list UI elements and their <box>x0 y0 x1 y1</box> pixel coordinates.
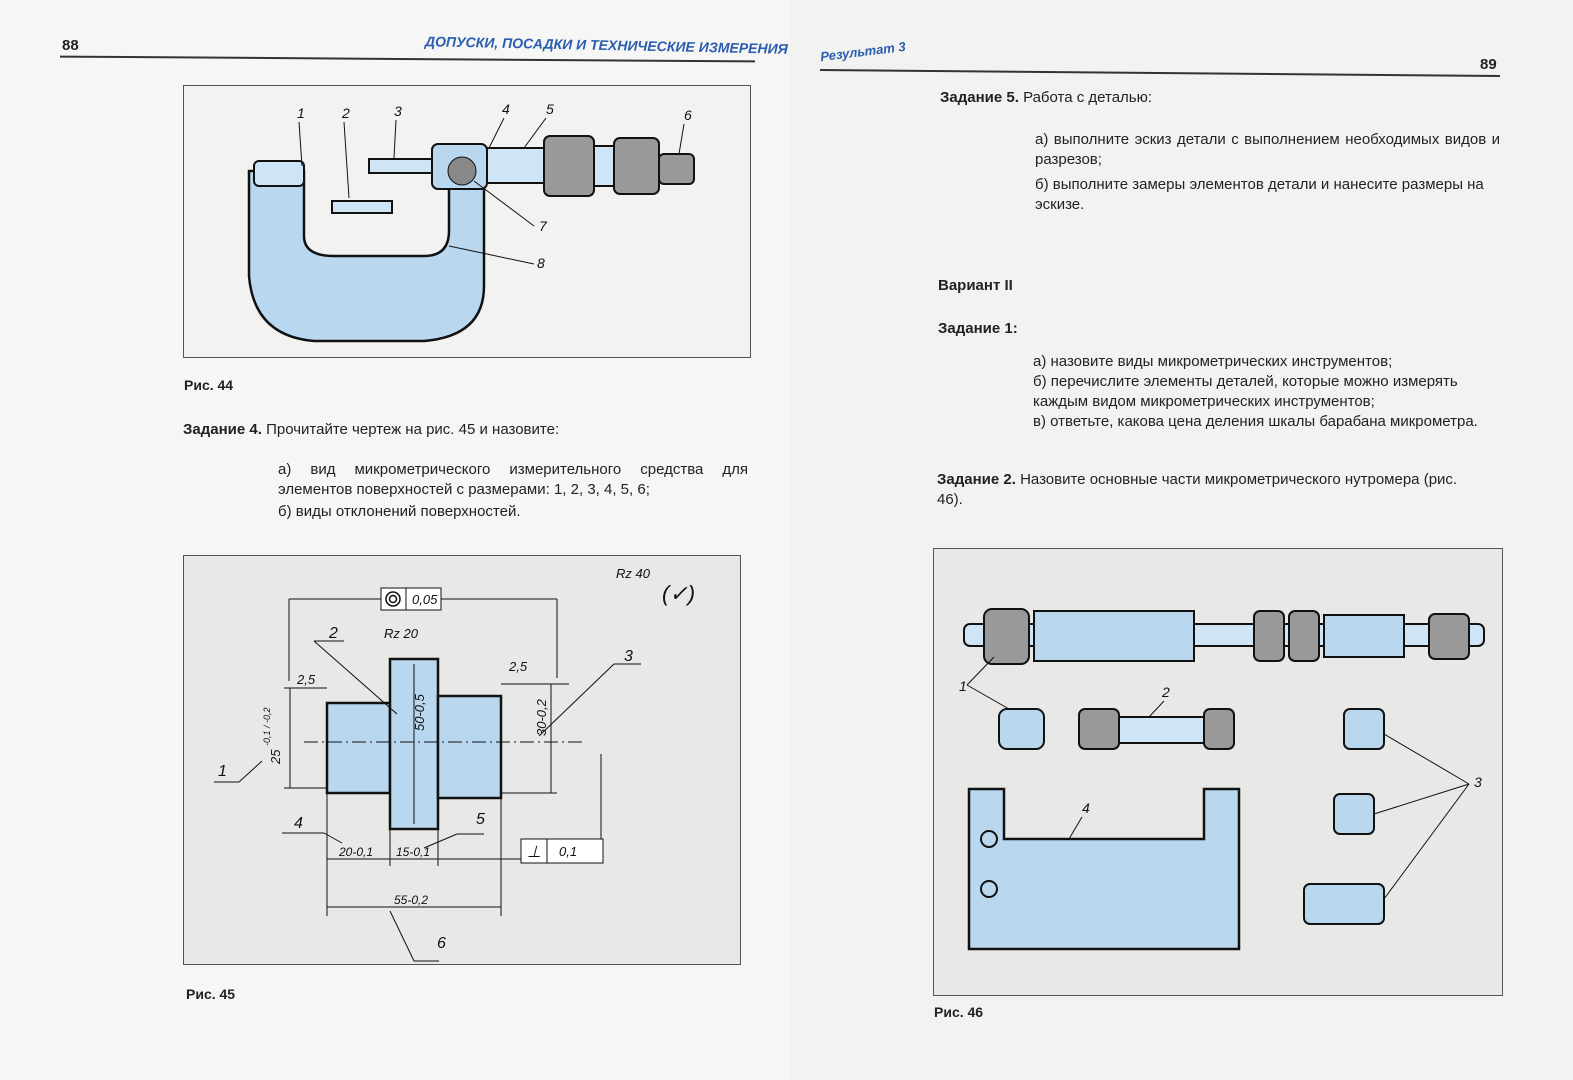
roughness-label: Rz 40 <box>616 566 651 581</box>
right-page: Результат 3 89 Задание 5. Работа с детал… <box>790 0 1573 1080</box>
item-text: виды отклонений поверхностей. <box>295 503 521 520</box>
task-1-item: б) перечислите элементы деталей, которые… <box>1033 372 1503 412</box>
item-marker: б) <box>1035 176 1049 193</box>
task-5-item: б) выполните замеры элементов детали и н… <box>1035 175 1500 215</box>
variant-heading: Вариант II <box>938 277 1013 294</box>
item-marker: а) <box>278 461 292 478</box>
dim-15: 15-0,1 <box>396 845 430 859</box>
task-4: Задание 4. Прочитайте чертеж на рис. 45 … <box>183 420 753 440</box>
fig46-label: 4 <box>1082 800 1090 816</box>
fig46-label: 1 <box>959 678 967 694</box>
fig45-label: 6 <box>437 935 446 952</box>
item-marker: б) <box>278 503 292 520</box>
roughness-label: 2,5 <box>508 659 528 674</box>
fig44-label: 2 <box>341 105 350 121</box>
svg-text:⊥: ⊥ <box>527 844 541 861</box>
task-4-item: а) вид микрометрического измерительного … <box>278 460 748 500</box>
task-4-item: б) виды отклонений поверхностей. <box>278 502 748 522</box>
task-1-item: а) назовите виды микрометрических инстру… <box>1033 352 1503 372</box>
fig45-label: 3 <box>624 648 633 665</box>
fig44-label: 4 <box>502 101 510 117</box>
dim-25-tolerance: -0,1 / -0,2 <box>262 707 272 746</box>
svg-text:(✓): (✓) <box>662 581 695 606</box>
task-1-title: Задание 1: <box>938 320 1018 337</box>
item-text: выполните замеры элементов детали и нане… <box>1035 176 1484 213</box>
task-5-text: Работа с деталью: <box>1023 89 1153 106</box>
figure-44-micrometer: 1 2 3 4 5 6 7 8 <box>183 85 751 358</box>
item-text: ответьте, какова цена деления шкалы бара… <box>1050 413 1478 430</box>
page-number: 89 <box>1480 56 1497 73</box>
item-text: выполните эскиз детали с выполнением нео… <box>1035 131 1501 168</box>
figure-46-drawing: 1 2 3 4 <box>933 548 1503 996</box>
running-head: Результат 3 <box>819 38 907 65</box>
fig44-label: 6 <box>684 107 692 123</box>
task-1-item: в) ответьте, какова цена деления шкалы б… <box>1033 412 1503 432</box>
item-text: назовите виды микрометрических инструмен… <box>1050 353 1393 370</box>
fig45-label: 2 <box>328 625 338 642</box>
item-text: вид микрометрического измерительного сре… <box>278 461 748 498</box>
shaft-drawing: 0,05 ⊥ 0,1 Rz 20 2,5 2,5 Rz 40 (✓) 25 -0… <box>214 566 695 962</box>
roughness-label: Rz 20 <box>384 626 419 641</box>
item-marker: в) <box>1033 413 1046 430</box>
item-marker: а) <box>1033 353 1047 370</box>
fig45-label: 1 <box>218 763 227 780</box>
dim-25: 25 <box>268 749 283 765</box>
dim-50: 50-0,5 <box>412 693 427 731</box>
fig45-label: 4 <box>294 815 303 832</box>
fig45-label: 5 <box>476 811 485 828</box>
concentricity-tolerance: 0,05 <box>412 592 438 607</box>
figure-45-caption: Рис. 45 <box>186 986 236 1002</box>
task-1-items: а) назовите виды микрометрических инстру… <box>1033 352 1503 432</box>
task-4-title: Задание 4. <box>183 421 262 438</box>
inside-micrometer-drawing: 1 2 3 4 <box>959 608 1485 951</box>
task-2-title: Задание 2. <box>937 471 1016 488</box>
task-2: Задание 2. Назовите основные части микро… <box>937 470 1477 510</box>
task-5-title: Задание 5. <box>940 89 1019 106</box>
task-5: Задание 5. Работа с деталью: <box>940 88 1152 108</box>
dim-30: 30-0,2 <box>534 698 549 736</box>
task-4-text: Прочитайте чертеж на рис. 45 и назовите: <box>266 421 560 438</box>
fig44-label: 3 <box>394 103 402 119</box>
header-rule <box>820 69 1500 77</box>
task-5-item: а) выполните эскиз детали с выполнением … <box>1035 130 1500 170</box>
figure-45-drawing: 0,05 ⊥ 0,1 Rz 20 2,5 2,5 Rz 40 (✓) 25 -0… <box>183 555 741 965</box>
page-number: 88 <box>62 37 79 54</box>
figure-46-caption: Рис. 46 <box>934 1004 984 1020</box>
dim-55: 55-0,2 <box>394 893 428 907</box>
fig46-label: 3 <box>1474 774 1482 790</box>
item-marker: б) <box>1033 373 1047 390</box>
fig44-label: 5 <box>546 101 554 117</box>
fig44-label: 1 <box>297 105 305 121</box>
fig44-label: 7 <box>539 218 548 234</box>
roughness-label: 2,5 <box>296 672 316 687</box>
item-marker: а) <box>1035 131 1049 148</box>
task-2-text: Назовите основные части микрометрическог… <box>937 471 1458 508</box>
header-rule <box>60 55 755 63</box>
micrometer-drawing: 1 2 3 4 5 6 7 8 <box>247 101 695 343</box>
figure-44-caption: Рис. 44 <box>184 377 234 393</box>
fig46-label: 2 <box>1161 684 1170 700</box>
left-page: 88 ДОПУСКИ, ПОСАДКИ И ТЕХНИЧЕСКИЕ ИЗМЕРЕ… <box>60 33 789 1002</box>
item-text: перечислите элементы деталей, которые мо… <box>1033 373 1458 410</box>
fig44-label: 8 <box>537 255 545 271</box>
running-head: ДОПУСКИ, ПОСАДКИ И ТЕХНИЧЕСКИЕ ИЗМЕРЕНИЯ <box>424 33 789 57</box>
dim-20: 20-0,1 <box>338 845 373 859</box>
perpendicularity-tolerance: 0,1 <box>559 844 577 859</box>
